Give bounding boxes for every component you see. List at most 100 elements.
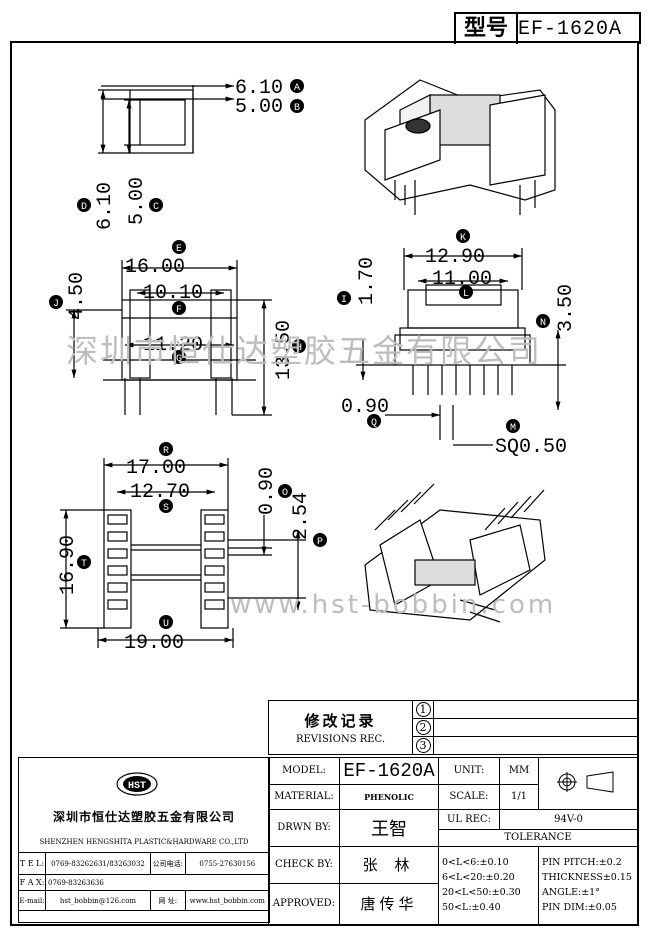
dim-R-marker: R [159, 442, 173, 457]
svg-text:L: L [463, 289, 469, 300]
email-value: hst_bobbin@126.com [45, 890, 151, 911]
model-title-box: 型号 EF-1620A [454, 12, 641, 44]
svg-text:A: A [294, 83, 300, 94]
tol-right-2: THICKNESS±0.15 [542, 872, 632, 884]
fax-value: 0769-83263636 [45, 874, 270, 891]
web-value: www.hst_bobbin.com [184, 890, 271, 911]
dim-H-marker: H [292, 339, 306, 354]
isometric-view-top [364, 79, 556, 215]
tol-right-3: ANGLE:±1° [542, 887, 600, 899]
svg-text:F: F [176, 305, 182, 316]
model-value: EF-1620A [339, 757, 439, 785]
dim-A-value: 6.10 [235, 77, 283, 100]
dim-A-marker: A [290, 79, 304, 94]
dim-E-value: 16.00 [125, 256, 185, 279]
revisions-title-en: REVISIONS REC. [295, 734, 386, 745]
phone-value: 0755-27630156 [184, 852, 271, 875]
model-title-label: 型号 [456, 14, 518, 44]
sheet-border [10, 41, 639, 926]
dim-E-marker: E [172, 240, 186, 255]
view-front [66, 260, 272, 416]
phone-label: 公司电话: [149, 852, 186, 875]
approved-value: 唐传华 [339, 882, 439, 926]
dim-R-value: 17.00 [126, 457, 186, 480]
company-contact-table: T E L: 0769-83262631/83263032 公司电话: 0755… [18, 852, 271, 911]
dim-O-value: 0.90 [256, 467, 279, 515]
dim-L-marker: L [459, 285, 473, 300]
projection-symbol-icon [538, 757, 638, 810]
revision-mark-1: 1 [415, 702, 431, 717]
dim-M-marker: M [506, 419, 520, 434]
dim-C-value: 5.00 [126, 177, 149, 225]
ul-rec-label: UL REC: [438, 808, 500, 831]
model-label: MODEL: [268, 757, 340, 785]
tol-left-1: 0<L<6:±0.10 [442, 857, 509, 869]
svg-text:C: C [153, 202, 159, 213]
svg-text:K: K [460, 233, 466, 244]
dim-U-marker: U [159, 615, 173, 630]
revisions-table: 修改记录 REVISIONS REC. 1 2 3 [268, 700, 638, 755]
dim-I-marker: I [337, 291, 351, 306]
svg-text:D: D [81, 202, 87, 213]
dim-D-value: 6.10 [94, 182, 117, 230]
svg-text:R: R [163, 446, 169, 457]
tol-left-3: 20<L<50:±0.30 [442, 887, 521, 899]
email-label: E-mail: [18, 890, 46, 911]
svg-text:H: H [296, 343, 302, 354]
svg-text:P: P [317, 537, 323, 548]
dim-K-value: 12.90 [425, 246, 485, 269]
scale-label: SCALE: [438, 783, 500, 810]
dim-P-value: 2.54 [290, 492, 313, 540]
watermark-website: www.hst-bobbin.com [230, 590, 557, 620]
dim-B-marker: B [290, 99, 304, 114]
svg-text:B: B [294, 103, 300, 114]
dim-T-marker: T [77, 555, 91, 570]
ul-rec-value: 94V-0 [499, 808, 638, 831]
check-by-value: 张 林 [339, 845, 439, 884]
drawn-by-label: DRWN BY: [268, 808, 340, 847]
dim-N-marker: N [536, 314, 550, 329]
dim-U-value: 19.00 [124, 632, 184, 655]
tol-left-4: 50<L:±0.40 [442, 902, 501, 914]
tol-right-1: PIN PITCH:±0.2 [542, 857, 622, 869]
company-name-cn: 深圳市恒仕达塑胶五金有限公司 [52, 810, 235, 824]
view-side [356, 248, 566, 446]
dim-G-marker: G [172, 350, 186, 365]
dim-J-value: 4.50 [66, 272, 89, 320]
dim-Q-value: 0.90 [341, 396, 389, 419]
svg-text:HST: HST [128, 781, 146, 792]
svg-text:N: N [540, 318, 546, 329]
view-top-section [98, 83, 234, 154]
dim-O-marker: O [278, 484, 292, 499]
dim-L-value: 11.00 [432, 268, 492, 291]
tolerance-left: 0<L<6:±0.10 6<L<20:±0.20 20<L<50:±0.30 5… [438, 845, 539, 926]
fax-label: F A X: [18, 874, 46, 891]
dim-I-value: 1.70 [356, 257, 379, 305]
dim-T-value: 16.90 [57, 535, 80, 595]
model-title-number: EF-1620A [518, 18, 623, 41]
dim-F-marker: F [172, 301, 186, 316]
revision-mark-2: 2 [415, 720, 431, 735]
dim-P-marker: P [313, 533, 327, 548]
dim-K-marker: K [456, 229, 470, 244]
view-bottom [60, 458, 306, 648]
approved-label: APPROVED: [268, 882, 340, 926]
tol-left-2: 6<L<20:±0.20 [442, 872, 515, 884]
revisions-title-cn: 修改记录 [304, 712, 377, 730]
tel-label: T E L: [18, 852, 46, 875]
drawn-by-value: 王智 [339, 808, 439, 847]
dim-G-value: 11.20 [143, 334, 203, 357]
svg-text:G: G [176, 354, 182, 365]
dim-H-value: 13.50 [273, 320, 296, 380]
svg-text:I: I [341, 295, 347, 306]
svg-text:M: M [510, 423, 516, 434]
isometric-view-bottom [364, 483, 546, 623]
material-label: MATERIAL: [268, 783, 340, 810]
svg-text:O: O [282, 488, 288, 499]
dim-M-value: SQ0.50 [495, 436, 567, 459]
svg-text:J: J [53, 299, 59, 310]
check-by-label: CHECK BY: [268, 845, 340, 884]
svg-text:T: T [81, 559, 87, 570]
